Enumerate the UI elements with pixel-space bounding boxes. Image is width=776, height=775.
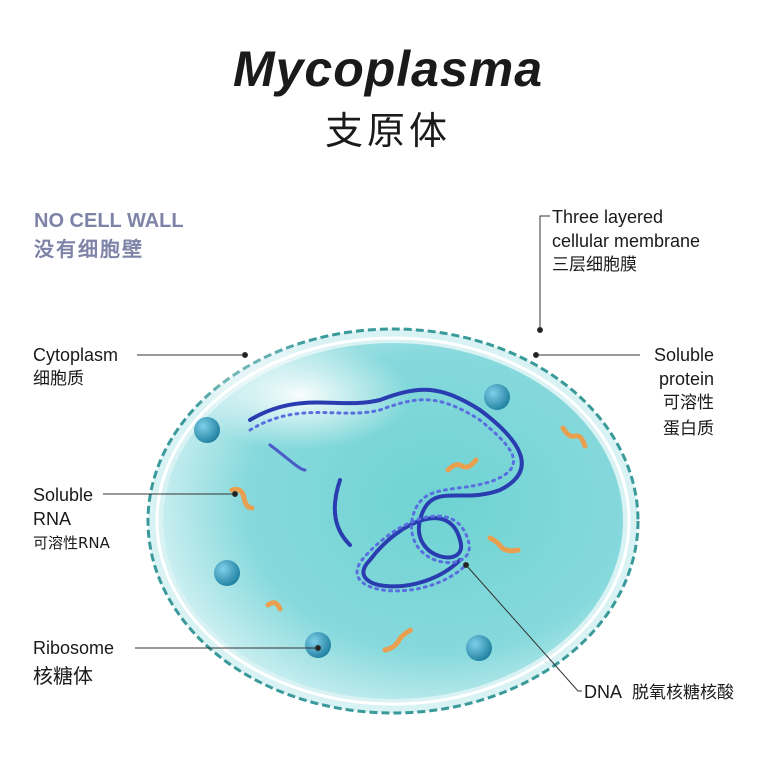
dna-en: DNA [584,682,622,702]
highlight [190,340,410,450]
leader-lines [103,215,640,692]
ribosomes [194,384,510,661]
label-membrane: Three layered cellular membrane 三层细胞膜 [552,205,700,277]
label-cytoplasm: Cytoplasm 细胞质 [33,343,118,391]
ribosome [214,560,240,586]
soluble-protein-en-1: Soluble [653,345,714,365]
membrane-zh: 三层细胞膜 [552,255,637,275]
membrane-inner [155,336,631,706]
ribosome-en: Ribosome [33,638,115,658]
label-ribosome: Ribosome 核糖体 [33,636,114,688]
label-soluble-protein: Soluble protein 可溶性 蛋白质 [654,343,714,441]
no-cell-wall-note: NO CELL WALL 没有细胞壁 [34,207,184,263]
label-soluble-rna: Soluble RNA 可溶性RNA [33,483,110,555]
soluble-rna-molecules [229,425,588,653]
membrane-en-2: cellular membrane [552,231,701,251]
ribosome [484,384,510,410]
no-cell-wall-en: NO CELL WALL [34,210,184,232]
soluble-protein-en-2: protein [658,369,714,389]
cytoplasm-zh: 细胞质 [33,369,84,389]
ribosome-zh: 核糖体 [33,664,93,688]
soluble-rna-en-2: RNA [33,509,72,529]
cytoplasm-en: Cytoplasm [33,345,119,365]
no-cell-wall-zh: 没有细胞壁 [34,237,144,261]
soluble-protein-zh-1: 可溶性 [663,393,714,413]
membrane-en-1: Three layered [552,207,664,227]
soluble-rna-en-1: Soluble [33,485,94,505]
ribosome [466,635,492,661]
dna-strand [248,387,524,593]
soluble-protein-zh-2: 蛋白质 [663,419,714,439]
label-dna: DNA 脱氧核糖核酸 [584,680,734,705]
page-subtitle: 支原体 [324,109,451,153]
soluble-rna-zh: 可溶性RNA [33,534,110,552]
ribosome [194,417,220,443]
dna-zh: 脱氧核糖核酸 [632,683,735,703]
page-title: Mycoplasma [232,41,544,97]
